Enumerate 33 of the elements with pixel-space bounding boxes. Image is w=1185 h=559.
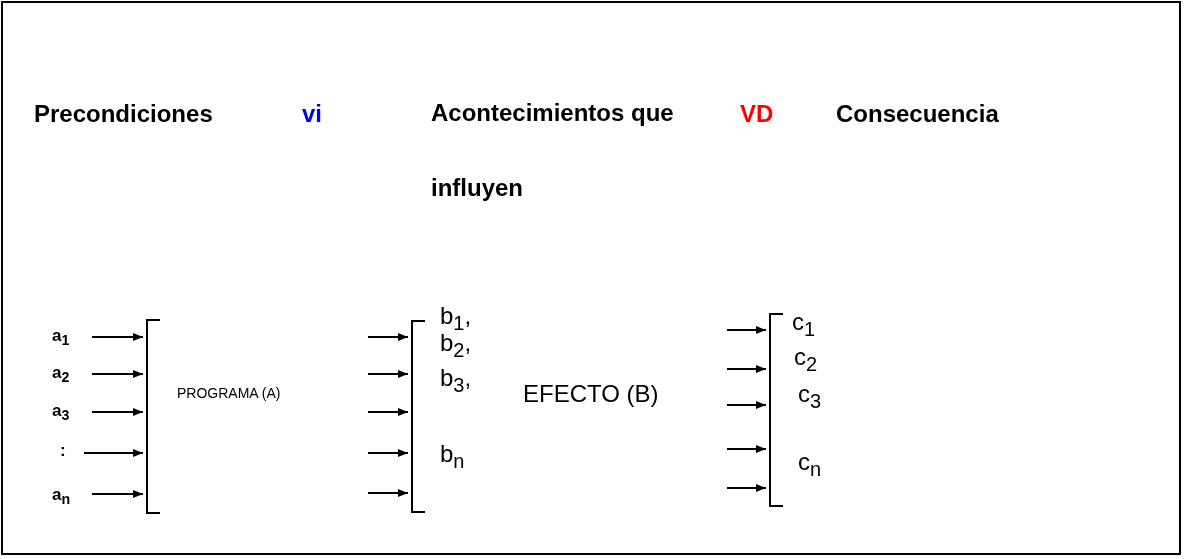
heading-text: Precondiciones: [34, 100, 213, 128]
arrow: [367, 370, 409, 378]
arrow: [83, 449, 144, 457]
input-label: a$_{3}$: [52, 401, 78, 427]
consequence-label: c$_{n}$: [798, 448, 822, 481]
consequence-label: c$_{2}$: [794, 343, 818, 376]
effect-label: EFECTO (B): [523, 380, 659, 408]
arrow: [91, 490, 144, 498]
consequence-label: c$_{3}$: [798, 380, 822, 413]
arrow: [367, 489, 409, 497]
process-label: PROGRAMA (A): [177, 385, 281, 401]
input-label: a$_{1}$: [52, 326, 78, 352]
input-label: :: [60, 441, 70, 467]
arrow: [726, 401, 767, 409]
arrow: [367, 449, 409, 457]
heading-text: Consecuencia: [836, 100, 999, 128]
input-label: a$_{2}$: [52, 363, 78, 389]
arrow: [726, 484, 767, 492]
consequence-label: c$_{1}$: [792, 308, 816, 341]
arrow: [91, 333, 144, 341]
arrow: [91, 408, 144, 416]
arrow: [367, 408, 409, 416]
arrow: [91, 370, 144, 378]
arrow: [367, 333, 409, 341]
arrow: [726, 365, 767, 373]
variable-label: vi: [302, 100, 322, 128]
arrow: [726, 326, 767, 334]
output-label: b$_{3}$,: [440, 364, 472, 397]
input-label: a$_{n}$: [52, 485, 78, 511]
variable-label: VD: [740, 100, 774, 128]
arrow: [726, 445, 767, 453]
output-label: b$_{n}$: [440, 440, 465, 473]
heading-text: Acontecimientos que influyen: [431, 98, 675, 203]
